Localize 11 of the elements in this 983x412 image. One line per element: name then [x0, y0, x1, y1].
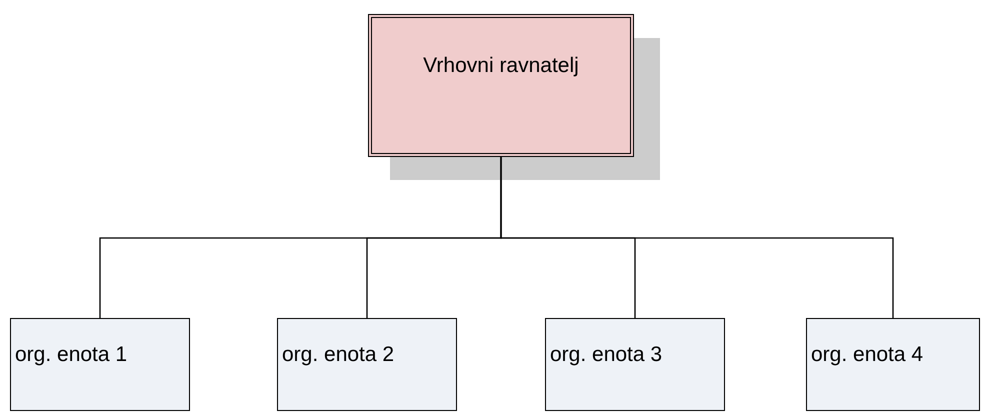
- unit-label: org. enota 1: [15, 343, 128, 367]
- unit-box: [545, 318, 725, 411]
- unit-label: org. enota 4: [811, 343, 924, 367]
- connector-line: [500, 157, 894, 318]
- unit-label: org. enota 3: [550, 343, 662, 367]
- unit-box: [10, 318, 190, 411]
- unit-label: org. enota 2: [282, 343, 394, 367]
- unit-box: [806, 318, 980, 411]
- unit-box: [277, 318, 457, 411]
- director-title: Vrhovni ravnatelj: [423, 54, 579, 78]
- director-box: [368, 14, 634, 157]
